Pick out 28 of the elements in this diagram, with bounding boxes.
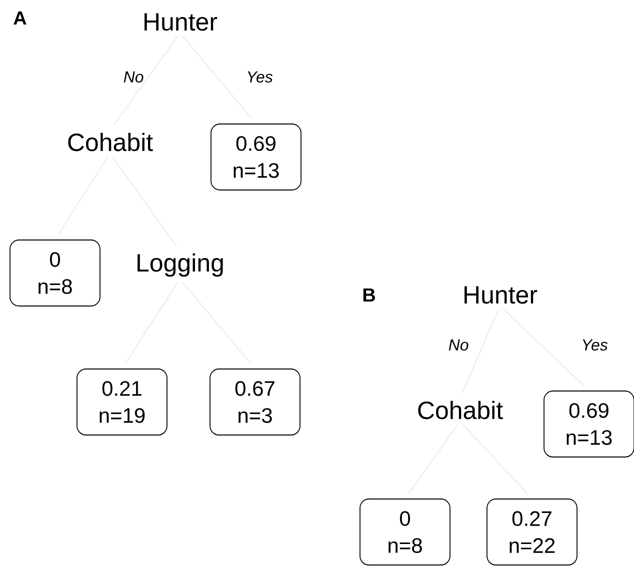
split-label: Hunter <box>464 286 538 304</box>
split-label: Cohabit <box>418 400 503 420</box>
edge-label: Yes <box>248 71 273 83</box>
branch-line <box>462 424 528 494</box>
leaf-box: 0.69 n=13 <box>544 390 634 458</box>
branch-line <box>182 282 252 364</box>
branch-line <box>182 36 252 120</box>
leaf-box: 0 n=8 <box>10 240 100 306</box>
leaf-box: 0.27 n=22 <box>486 498 578 566</box>
branch-line <box>113 36 178 126</box>
leaf-box: 0 n=8 <box>360 498 450 566</box>
edge-label: No <box>448 339 468 351</box>
panel-letter: A <box>14 11 26 25</box>
leaf-box: 0.21 n=19 <box>76 368 168 436</box>
edge-label: No <box>124 71 144 83</box>
leaf-box: 0.67 n=3 <box>210 368 300 436</box>
branch-line <box>58 156 108 235</box>
leaf-box: 0.69 n=13 <box>210 124 302 190</box>
split-label: Logging <box>138 253 223 277</box>
branch-line <box>112 156 177 247</box>
branch-line <box>502 308 585 387</box>
branch-line <box>124 282 178 364</box>
branch-line <box>462 309 499 394</box>
branch-line <box>408 424 458 494</box>
panel-letter: B <box>363 288 375 302</box>
split-label: Hunter <box>144 13 218 31</box>
split-label: Cohabit <box>68 132 153 152</box>
edge-label: Yes <box>582 339 608 351</box>
